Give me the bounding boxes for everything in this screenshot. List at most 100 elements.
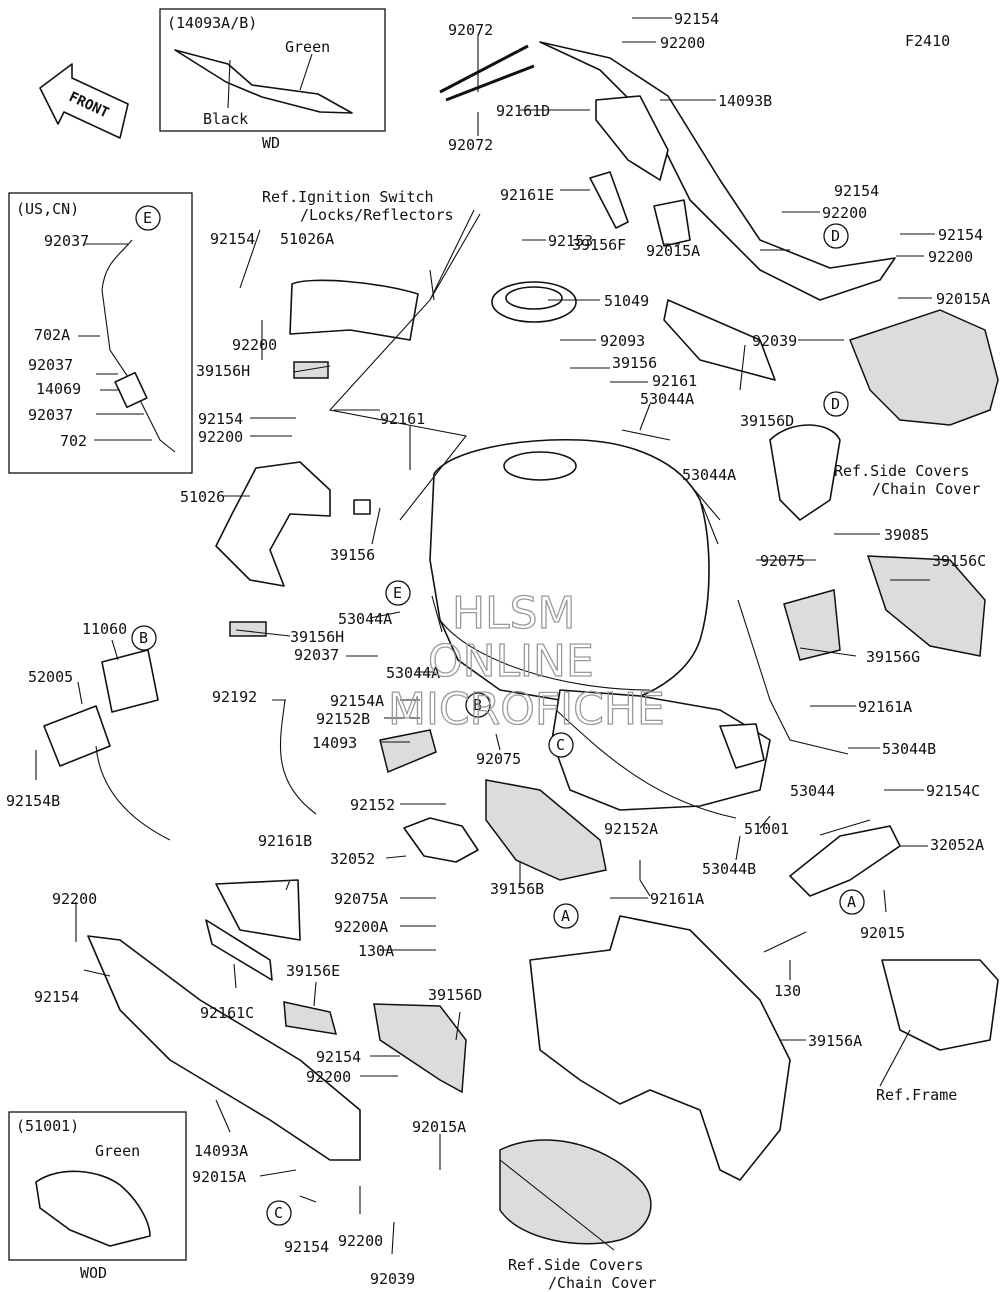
label-92161B: 92161B: [258, 832, 312, 850]
label-32052A: 32052A: [930, 836, 984, 854]
label-92200-b: 92200: [822, 204, 867, 222]
label-92152B: 92152B: [316, 710, 370, 728]
label-14093B: 14093B: [718, 92, 772, 110]
inset-wod-title: (51001): [16, 1117, 79, 1135]
label-39156H-b: 39156H: [290, 628, 344, 646]
circle-c-bottom-label: C: [274, 1204, 283, 1222]
ref-side-covers-bottom-line2: /Chain Cover: [548, 1274, 656, 1292]
label-39156G: 39156G: [866, 648, 920, 666]
circle-c-bottom: [266, 1200, 292, 1226]
ref-side-covers-top-line2: /Chain Cover: [872, 480, 980, 498]
label-92015A-a: 92015A: [646, 242, 700, 260]
label-92037-b: 92037: [44, 232, 89, 250]
label-92200-f: 92200: [52, 890, 97, 908]
label-92161E: 92161E: [500, 186, 554, 204]
label-14093A: 14093A: [194, 1142, 248, 1160]
side-cover-lower: [499, 1139, 652, 1245]
pad-39156E: [283, 1001, 338, 1035]
label-92075-a: 92075: [760, 552, 805, 570]
circle-b-main: [465, 692, 491, 718]
label-92200-c: 92200: [928, 248, 973, 266]
label-53044A-b: 53044A: [682, 466, 736, 484]
label-92154A: 92154A: [330, 692, 384, 710]
diagram-code: F2410: [905, 32, 950, 50]
hose-53044A: [431, 595, 443, 633]
label-53044A-d: 53044A: [386, 664, 440, 682]
label-130: 130: [774, 982, 801, 1000]
front-arrow-icon: FRONT: [39, 63, 129, 139]
label-702A: 702A: [34, 326, 70, 344]
label-51026A: 51026A: [280, 230, 334, 248]
evap-hose: [101, 239, 176, 453]
label-14093: 14093: [312, 734, 357, 752]
label-92161-b: 92161: [380, 410, 425, 428]
label-92161A-a: 92161A: [858, 698, 912, 716]
hose-92192: [280, 699, 317, 815]
clip-39156: [353, 499, 371, 515]
watermark-line1: HLSM: [452, 588, 576, 639]
ref-ignition-line1: Ref.Ignition Switch: [262, 188, 434, 206]
label-39156-a: 39156: [612, 354, 657, 372]
label-92200-h: 92200: [338, 1232, 383, 1250]
label-14069: 14069: [36, 380, 81, 398]
pad-39156D-lower: [373, 1003, 467, 1094]
label-39156C: 39156C: [932, 552, 986, 570]
bracket-92161D: [595, 95, 669, 181]
bracket-32052A: [789, 825, 901, 897]
label-92072-b: 92072: [448, 136, 493, 154]
ref-frame: Ref.Frame: [876, 1086, 957, 1104]
pad-39156C: [866, 555, 986, 657]
circle-e-main: [385, 580, 411, 606]
pad-39156G: [783, 589, 841, 661]
label-92015A-d: 92015A: [192, 1168, 246, 1186]
tank-cover-wod: [35, 1170, 151, 1247]
cover-51026A: [289, 279, 419, 341]
label-39156A: 39156A: [808, 1032, 862, 1050]
label-92161C: 92161C: [200, 1004, 254, 1022]
check-valve-14069: [114, 371, 148, 409]
pad-39156A: [529, 915, 791, 1181]
pad-39156H-a: [293, 361, 329, 379]
label-52005: 52005: [28, 668, 73, 686]
label-39156-b: 39156: [330, 546, 375, 564]
circle-a-right-label: A: [847, 893, 856, 911]
circle-c-main: [548, 732, 574, 758]
circle-b-left: [131, 625, 157, 651]
hose-53044B-b: [555, 709, 737, 819]
sensor-11060: [101, 649, 159, 713]
label-92154-b: 92154: [834, 182, 879, 200]
cover-51026: [215, 461, 331, 587]
inset-wod-caption: WOD: [80, 1264, 107, 1282]
label-702: 702: [60, 432, 87, 450]
label-92015-b: 92015: [860, 924, 905, 942]
label-92037-a: 92037: [294, 646, 339, 664]
label-92154-d: 92154: [210, 230, 255, 248]
label-92072-a: 92072: [448, 21, 493, 39]
label-92200-g: 92200: [306, 1068, 351, 1086]
label-92154B: 92154B: [6, 792, 60, 810]
label-53044: 53044: [790, 782, 835, 800]
label-92075-b: 92075: [476, 750, 521, 768]
module-52005: [43, 705, 111, 767]
label-53044A-a: 53044A: [640, 390, 694, 408]
label-92093: 92093: [600, 332, 645, 350]
label-39156B: 39156B: [490, 880, 544, 898]
label-92152A: 92152A: [604, 820, 658, 838]
label-51001: 51001: [744, 820, 789, 838]
label-92039-b: 92039: [370, 1270, 415, 1288]
label-92154-f: 92154: [34, 988, 79, 1006]
label-53044B-a: 53044B: [882, 740, 936, 758]
inset-wod: (51001) Green WOD: [8, 1111, 187, 1282]
circle-b-main-label: B: [473, 696, 482, 714]
circle-a-right: [839, 889, 865, 915]
label-92154-c: 92154: [938, 226, 983, 244]
hose-53044A-b: [701, 503, 719, 545]
label-92161D: 92161D: [496, 102, 550, 120]
label-92037-d: 92037: [28, 406, 73, 424]
inset-wd-caption: WD: [262, 134, 280, 152]
trim-strip-92072: [439, 44, 535, 102]
label-39156E: 39156E: [286, 962, 340, 980]
circle-d-mid-label: D: [831, 395, 840, 413]
